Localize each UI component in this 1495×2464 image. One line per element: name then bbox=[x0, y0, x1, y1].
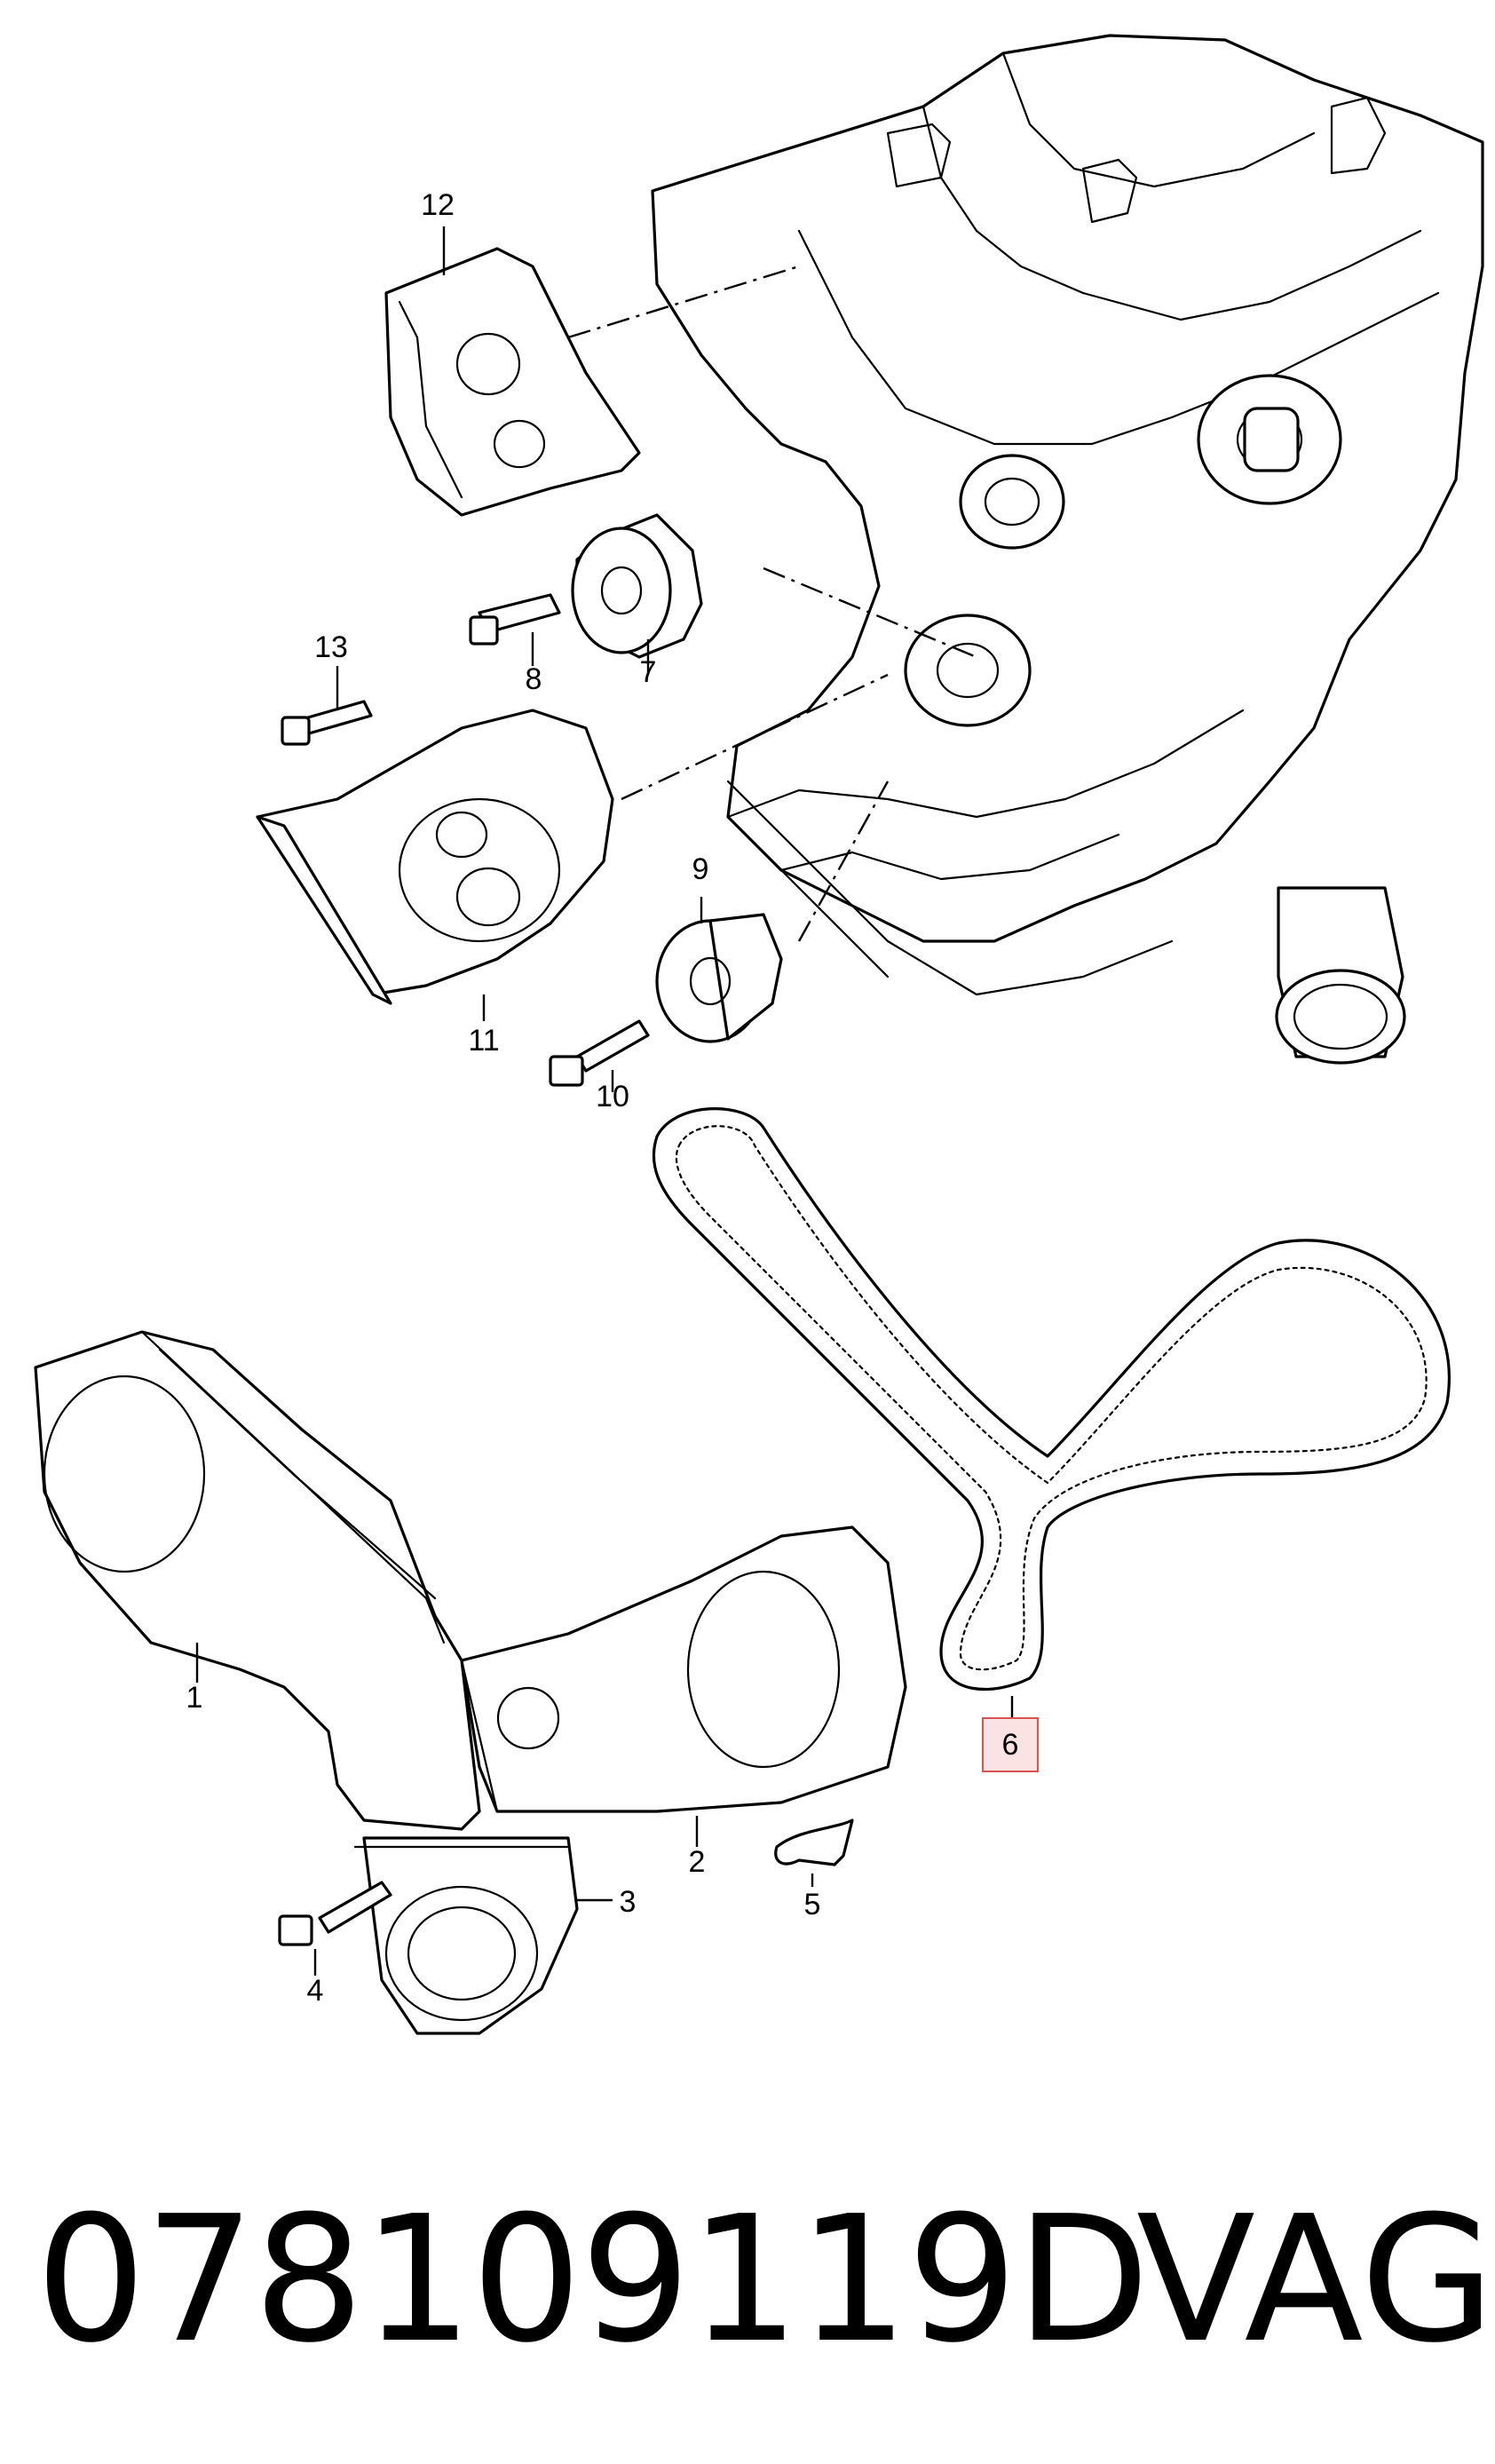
callout-10: 10 bbox=[596, 1080, 629, 1113]
callout-12: 12 bbox=[421, 188, 455, 222]
callout-2: 2 bbox=[688, 1845, 706, 1879]
callout-9: 9 bbox=[692, 852, 709, 886]
alignment-lines bbox=[567, 265, 977, 942]
callout-8: 8 bbox=[525, 662, 542, 696]
callout-1: 1 bbox=[186, 1681, 203, 1715]
part-4-bolt bbox=[278, 1881, 392, 1976]
brand-name: VAG bbox=[1136, 2179, 1495, 2381]
part-2-right-timing-cover bbox=[460, 1525, 907, 1847]
callout-7: 7 bbox=[639, 655, 657, 689]
part-10-bolt bbox=[549, 1019, 650, 1092]
part-13-bolt bbox=[281, 666, 373, 746]
part-7-idler-pulley bbox=[571, 513, 703, 675]
part-9-idler-pulley bbox=[655, 897, 783, 1043]
part-11-rear-cover-plate bbox=[256, 709, 614, 1021]
part-1-left-timing-cover bbox=[34, 1330, 481, 1831]
part-number: 078109119D bbox=[36, 2179, 1150, 2381]
callout-11: 11 bbox=[468, 1024, 500, 1058]
part-5-clip bbox=[774, 1818, 854, 1887]
callout-6-highlighted: 6 bbox=[982, 1717, 1039, 1772]
engine-assembly bbox=[651, 34, 1484, 1065]
part-8-bolt bbox=[469, 593, 561, 666]
callout-5: 5 bbox=[803, 1888, 821, 1921]
callout-3: 3 bbox=[619, 1885, 637, 1919]
part-12-upper-timing-cover bbox=[384, 226, 641, 517]
callout-4: 4 bbox=[306, 1974, 324, 2008]
part-3-lower-timing-cover bbox=[353, 1836, 613, 2035]
callout-13: 13 bbox=[314, 630, 348, 664]
